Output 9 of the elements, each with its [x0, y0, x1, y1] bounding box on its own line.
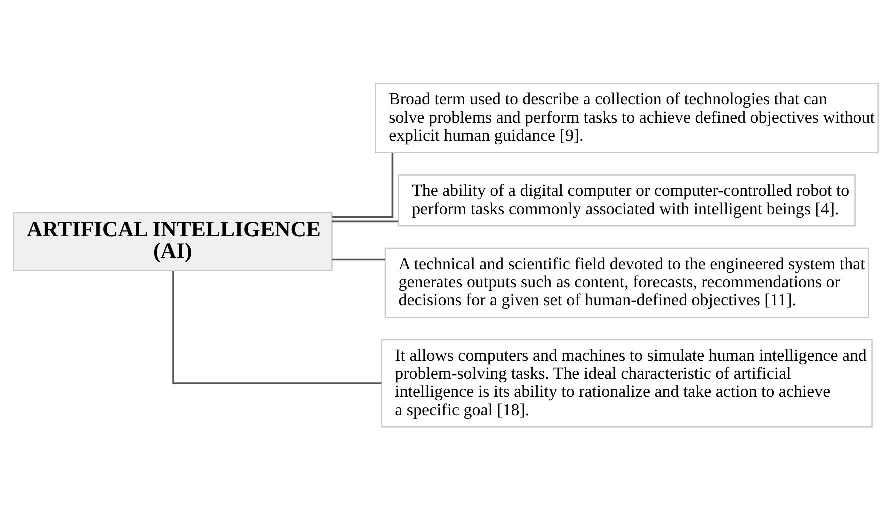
node-box: It allows computers and machines to simulate human intelligence and problem-solving tasks. The ideal characteristic of artificial intelligence is its ability to rationalize and take action to achieve a specific goal [18].	[381, 339, 873, 428]
connector	[172, 271, 382, 384]
node-box: The ability of a digital computer or computer-controlled robot to perform tasks commonly associated with intelligent beings [4].	[398, 174, 856, 227]
node-box: ARTIFICAL INTELLIGENCE (AI)	[13, 212, 333, 272]
connector	[332, 152, 394, 218]
node-box: A technical and scientific field devoted to the engineered system that generates outputs such as content, forecasts, recommendations or decisions for a given set of human-defined objectives [11].	[384, 248, 870, 318]
connector	[332, 258, 386, 261]
node-box: Broad term used to describe a collection of technologies that can solve problems and perform tasks to achieve defined objectives without explicit human guidance [9].	[375, 83, 879, 154]
connector	[332, 220, 399, 223]
